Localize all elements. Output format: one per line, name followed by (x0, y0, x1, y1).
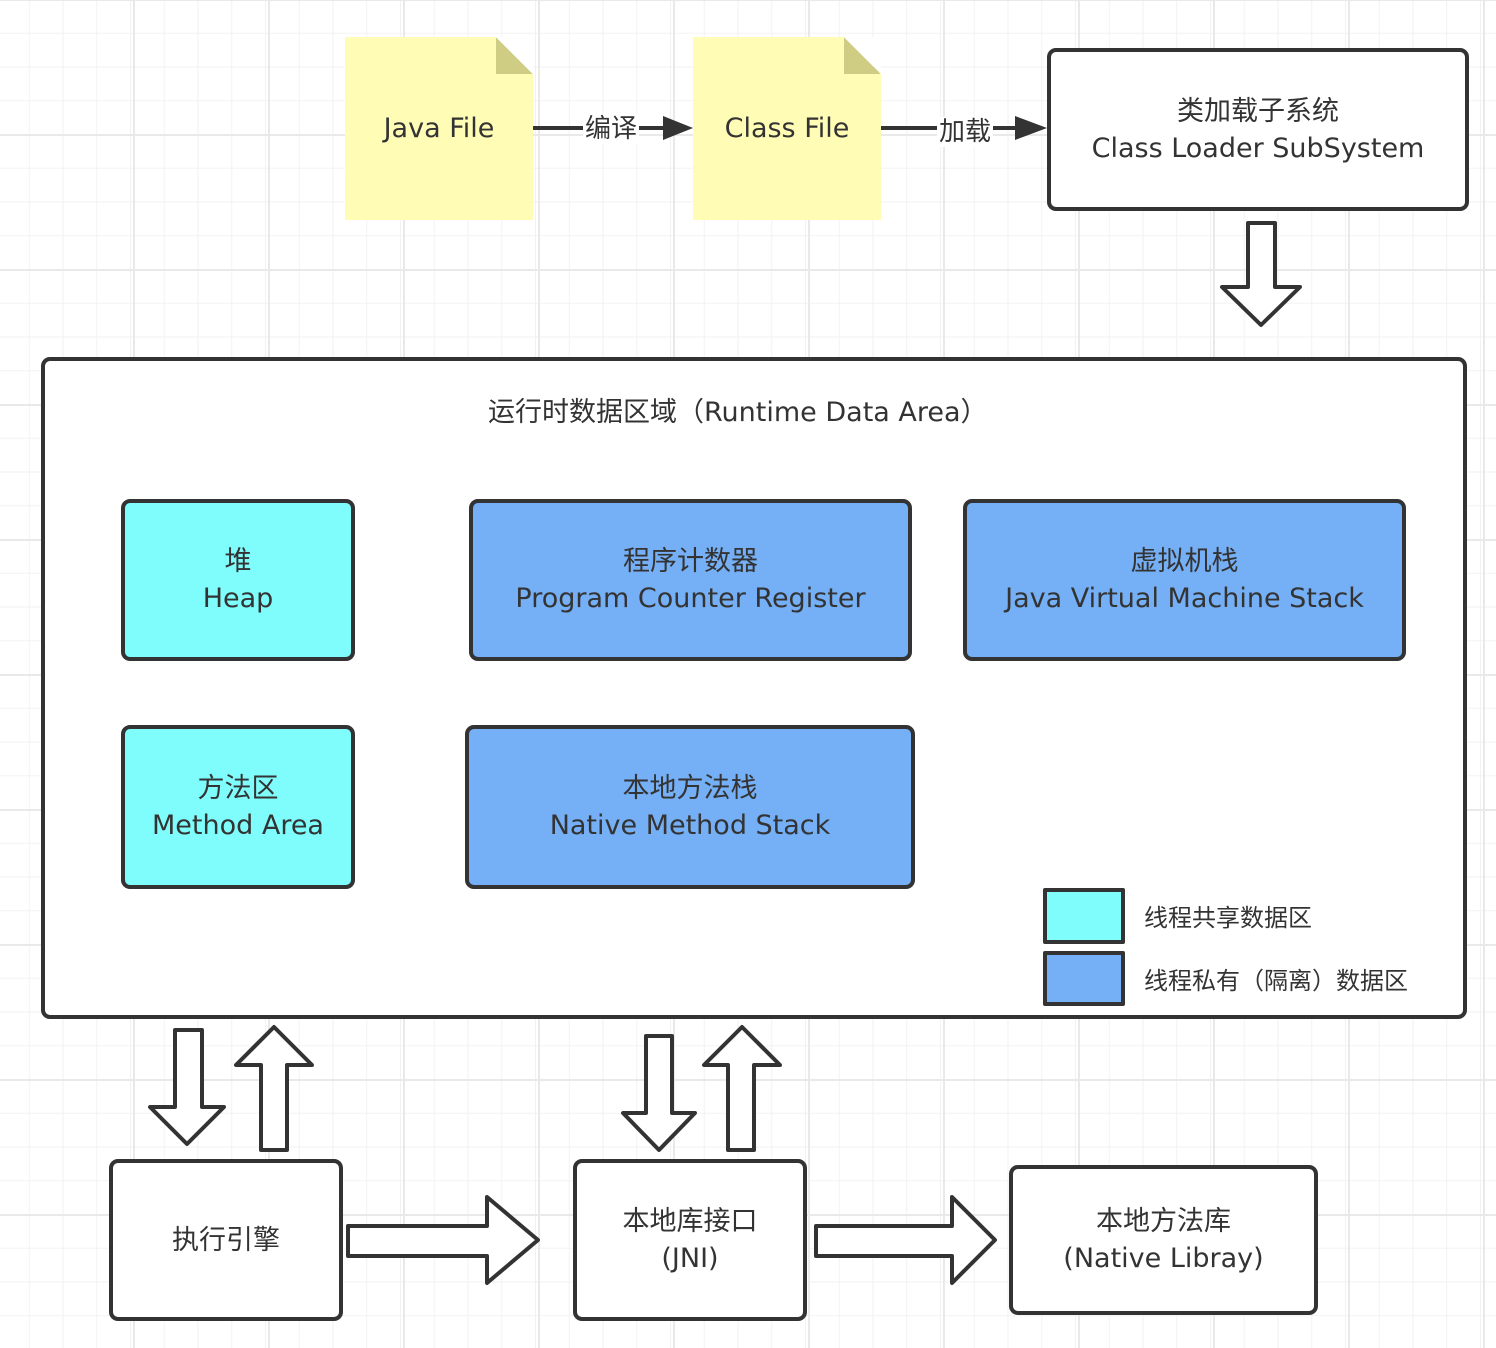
right-block-arrow-icon (814, 1195, 997, 1285)
compile-label: 编译 (583, 114, 640, 144)
native-library-en: (Native Libray) (1063, 1243, 1264, 1274)
right-block-arrow-icon (346, 1195, 540, 1285)
load-arrowhead-icon (1015, 116, 1047, 140)
class-loader-zh: 类加载子系统 (1177, 95, 1339, 127)
heap-en: Heap (202, 583, 274, 614)
jni-en: (JNI) (661, 1243, 719, 1274)
heap-zh: 堆 (224, 546, 252, 577)
class-file-note[interactable]: Class File (693, 37, 881, 220)
native-library-zh: 本地方法库 (1096, 1206, 1231, 1237)
legend-label-private: 线程私有（隔离）数据区 (1144, 967, 1408, 995)
program-counter-box[interactable]: 程序计数器 Program Counter Register (469, 499, 912, 661)
vm-stack-zh: 虚拟机栈 (1130, 546, 1239, 577)
heap-box[interactable]: 堆 Heap (121, 499, 355, 661)
up-block-arrow-icon (234, 1025, 314, 1152)
runtime-data-area-title: 运行时数据区域（Runtime Data Area） (488, 397, 988, 428)
program-counter-en: Program Counter Register (515, 583, 866, 614)
legend-swatch-private (1043, 951, 1125, 1006)
jni-zh: 本地库接口 (622, 1206, 758, 1237)
runtime-data-area (41, 357, 1467, 1019)
vm-stack-box[interactable]: 虚拟机栈 Java Virtual Machine Stack (963, 499, 1406, 661)
native-stack-en: Native Method Stack (549, 810, 831, 841)
down-block-arrow-icon (1220, 221, 1302, 327)
load-label: 加载 (937, 117, 994, 147)
method-area-box[interactable]: 方法区 Method Area (121, 725, 355, 889)
up-block-arrow-icon (702, 1025, 782, 1152)
class-file-label: Class File (724, 113, 850, 144)
class-loader-subsystem-box[interactable]: 类加载子系统 Class Loader SubSystem (1047, 48, 1469, 211)
execution-engine-box[interactable]: 执行引擎 (109, 1159, 343, 1321)
class-loader-en: Class Loader SubSystem (1091, 132, 1425, 164)
down-block-arrow-icon (621, 1034, 697, 1152)
compile-arrowhead-icon (663, 116, 693, 140)
native-library-box[interactable]: 本地方法库 (Native Libray) (1009, 1165, 1318, 1315)
legend-label-shared: 线程共享数据区 (1144, 904, 1312, 932)
java-file-label: Java File (383, 113, 495, 144)
method-area-en: Method Area (152, 810, 324, 841)
native-stack-zh: 本地方法栈 (622, 773, 758, 804)
execution-engine-label: 执行引擎 (172, 1224, 280, 1256)
program-counter-zh: 程序计数器 (623, 546, 758, 577)
jni-box[interactable]: 本地库接口 (JNI) (573, 1159, 807, 1321)
method-area-zh: 方法区 (197, 773, 279, 804)
down-block-arrow-icon (148, 1028, 226, 1146)
java-file-note[interactable]: Java File (345, 37, 533, 220)
note-fold-icon (496, 37, 533, 74)
note-fold-icon (844, 37, 881, 74)
vm-stack-en: Java Virtual Machine Stack (1005, 583, 1364, 614)
legend-swatch-shared (1043, 888, 1125, 944)
native-method-stack-box[interactable]: 本地方法栈 Native Method Stack (465, 725, 915, 889)
